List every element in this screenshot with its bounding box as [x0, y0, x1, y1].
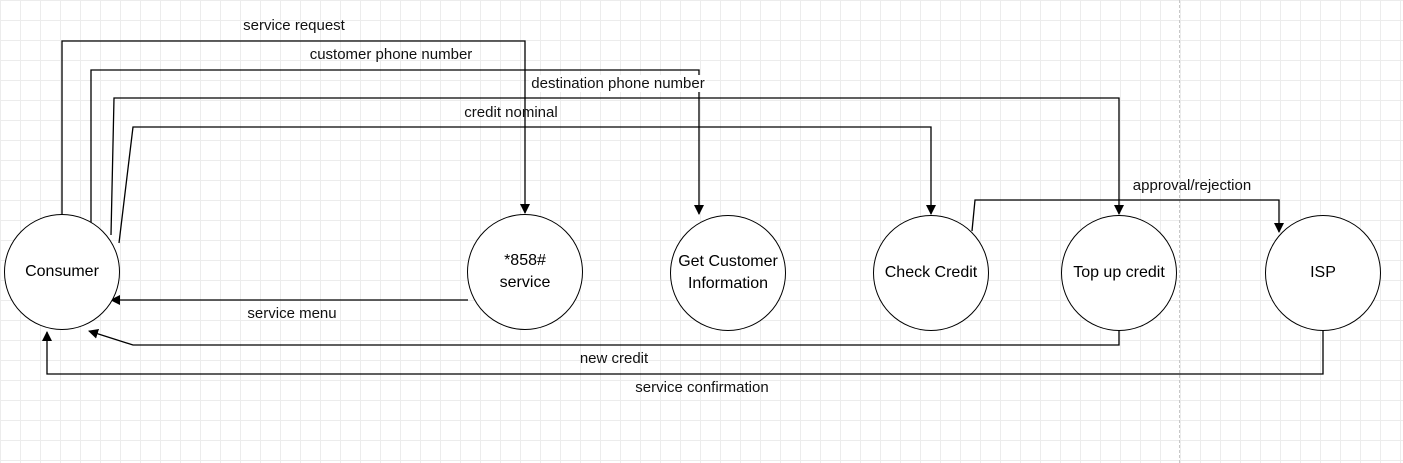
- edge-service-confirmation[interactable]: [42, 331, 1324, 375]
- edge-customer-phone-number[interactable]: [90, 69, 704, 230]
- edge-new-credit[interactable]: [88, 328, 1120, 346]
- page-divider: [1179, 0, 1180, 463]
- edge-credit-nominal[interactable]: [118, 126, 936, 244]
- label-customer-phone-number: customer phone number: [309, 46, 473, 63]
- node-isp[interactable]: ISP: [1265, 215, 1381, 331]
- label-service-menu: service menu: [247, 305, 337, 322]
- node-label: *858# service: [499, 252, 551, 291]
- node-label: Check Credit: [884, 264, 978, 281]
- node-consumer[interactable]: Consumer: [4, 214, 120, 330]
- node-check-credit[interactable]: Check Credit: [873, 215, 989, 331]
- label-destination-phone-number: destination phone number: [529, 75, 707, 92]
- label-service-confirmation: service confirmation: [635, 379, 769, 396]
- node-label: Consumer: [25, 263, 99, 280]
- node-label: ISP: [1310, 264, 1336, 281]
- node-label: Get Customer Information: [678, 253, 778, 292]
- node-top-up-credit[interactable]: Top up credit: [1061, 215, 1177, 331]
- node-get-customer-information[interactable]: Get Customer Information: [670, 215, 786, 331]
- edge-destination-phone-number[interactable]: [110, 97, 1124, 236]
- label-credit-nominal: credit nominal: [464, 104, 558, 121]
- label-approval-rejection: approval/rejection: [1132, 177, 1252, 194]
- node-858-service[interactable]: *858# service: [467, 214, 583, 330]
- node-label: Top up credit: [1073, 264, 1165, 281]
- edge-approval-rejection[interactable]: [971, 199, 1284, 233]
- label-new-credit: new credit: [579, 350, 649, 367]
- label-service-request: service request: [243, 17, 345, 34]
